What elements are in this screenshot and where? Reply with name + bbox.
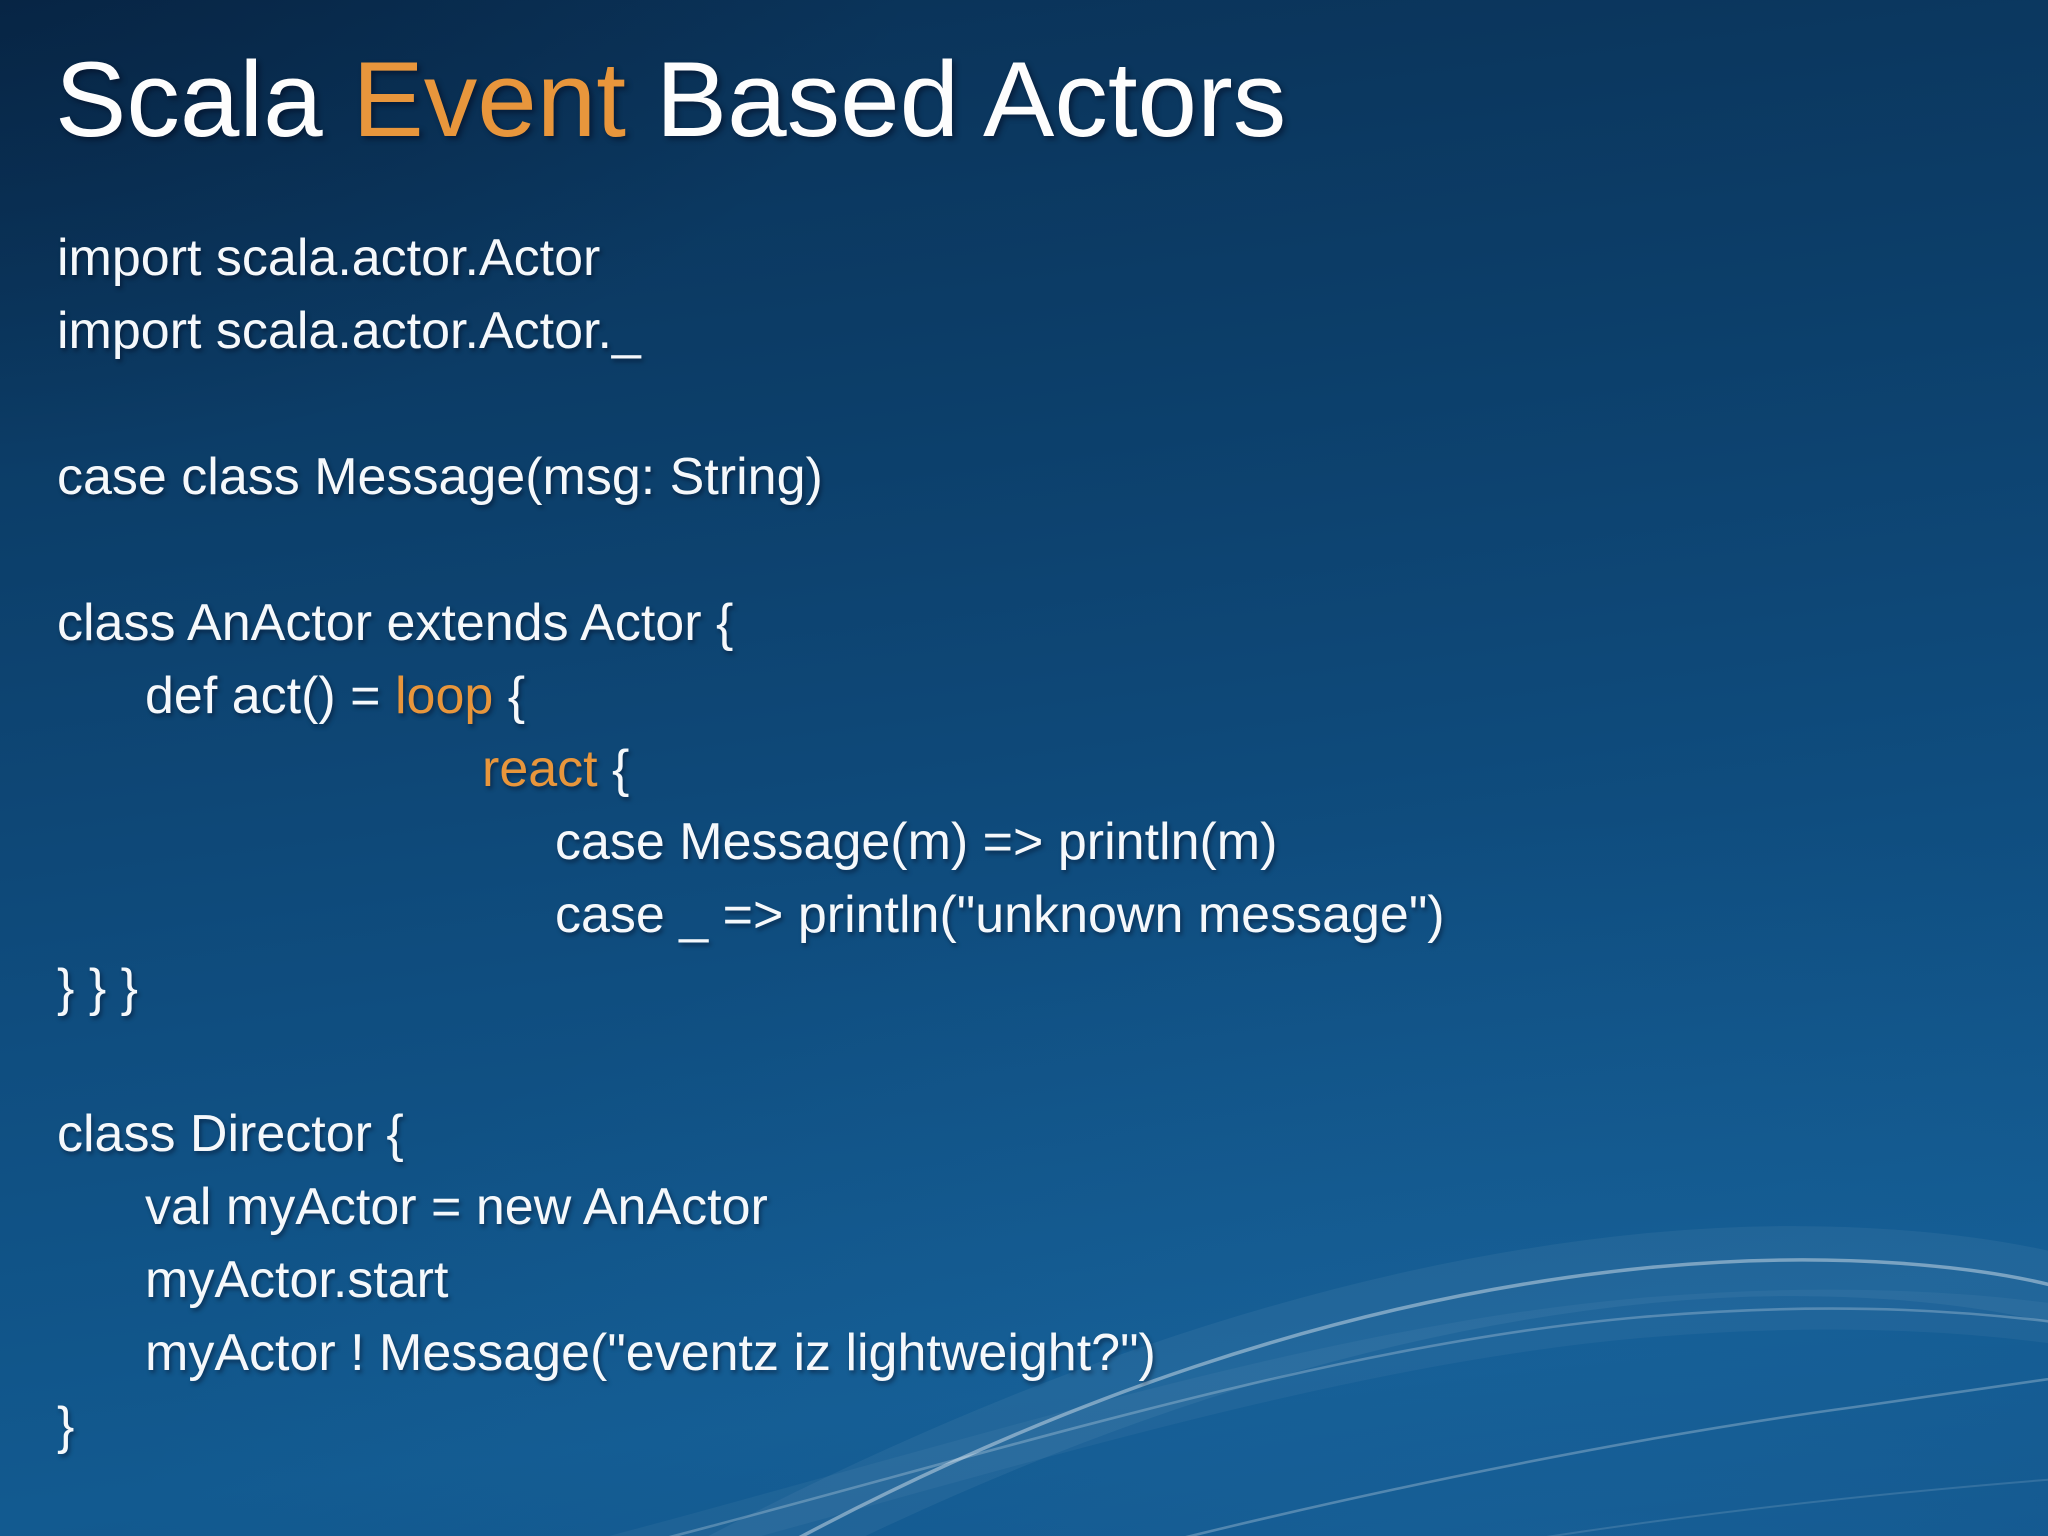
code-segment: myActor ! Message("eventz iz lightweight… (145, 1324, 1156, 1382)
title-text-pre: Scala (55, 39, 353, 159)
code-line: import scala.actor.Actor._ (57, 295, 1445, 368)
code-line: myActor ! Message("eventz iz lightweight… (57, 1317, 1445, 1390)
code-line (57, 1025, 1445, 1098)
code-line: react { (57, 733, 1445, 806)
code-segment: react (482, 740, 598, 798)
code-block: import scala.actor.Actor import scala.act… (57, 222, 1445, 1463)
code-line: class Director { (57, 1098, 1445, 1171)
code-segment: { (597, 740, 630, 798)
swoosh-line (798, 1258, 2048, 1536)
swoosh-line (668, 1307, 2048, 1536)
code-segment: case class Message(msg: String) (57, 448, 823, 506)
code-segment: myActor.start (145, 1251, 449, 1309)
code-segment: import scala.actor.Actor._ (57, 302, 641, 360)
code-segment: } (57, 1397, 75, 1455)
code-segment: loop (395, 667, 494, 725)
code-line: val myActor = new AnActor (57, 1171, 1445, 1244)
swoosh-glow-band (609, 1289, 2048, 1536)
code-segment: def act() = (145, 667, 395, 725)
swoosh-glow-band (708, 1226, 2048, 1536)
code-segment: import scala.actor.Actor (57, 229, 601, 287)
code-line: } (57, 1390, 1445, 1463)
title-highlight: Event (352, 39, 627, 159)
swoosh-line (1185, 1377, 2048, 1536)
code-line: import scala.actor.Actor (57, 222, 1445, 295)
page-title: Scala Event Based Actors (55, 38, 1286, 161)
code-line: class AnActor extends Actor { (57, 587, 1445, 660)
code-line (57, 368, 1445, 441)
code-line: myActor.start (57, 1244, 1445, 1317)
code-segment: case _ => println("unknown message") (555, 886, 1445, 944)
code-segment: case Message(m) => println(m) (555, 813, 1278, 871)
code-segment: val myActor = new AnActor (145, 1178, 768, 1236)
code-line: } } } (57, 952, 1445, 1025)
code-line: def act() = loop { (57, 660, 1445, 733)
code-line: case Message(m) => println(m) (57, 806, 1445, 879)
code-segment: } } } (57, 959, 138, 1017)
code-segment: class Director { (57, 1105, 404, 1163)
code-line: case _ => println("unknown message") (57, 879, 1445, 952)
swoosh-line (1546, 1478, 2048, 1536)
code-line (57, 514, 1445, 587)
title-text-post: Based Actors (626, 39, 1287, 159)
code-line: case class Message(msg: String) (57, 441, 1445, 514)
code-segment: class AnActor extends Actor { (57, 594, 734, 652)
code-segment: { (493, 667, 526, 725)
